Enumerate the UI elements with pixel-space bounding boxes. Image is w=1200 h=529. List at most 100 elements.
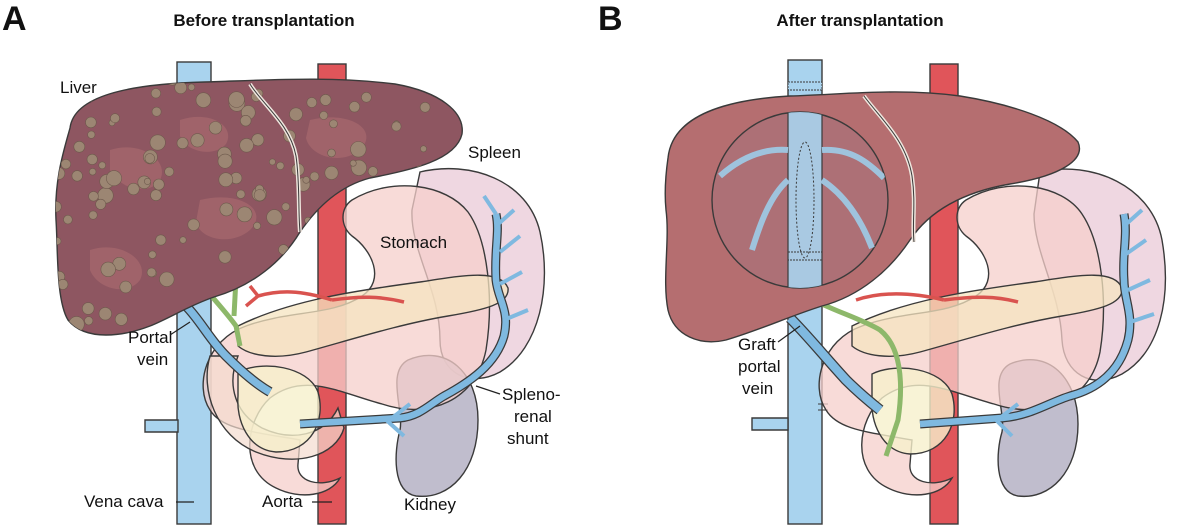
label-graft-line2: portal bbox=[738, 357, 781, 376]
liver-nodule bbox=[348, 101, 361, 113]
liver-nodule bbox=[81, 302, 95, 315]
pancreas-head-b bbox=[871, 367, 955, 455]
renal-vein-branches-b bbox=[992, 402, 1020, 438]
liver-nodule bbox=[155, 234, 167, 246]
liver-nodule bbox=[391, 121, 402, 132]
liver-nodule bbox=[319, 94, 332, 106]
bile-duct-b bbox=[804, 293, 904, 457]
label-vena-cava: Vena cava bbox=[84, 492, 164, 511]
liver-nodule bbox=[151, 106, 162, 117]
liver-nodule bbox=[179, 236, 187, 244]
liver-nodule bbox=[164, 166, 175, 177]
splenic-vein bbox=[299, 213, 509, 428]
liver-nodule bbox=[95, 198, 107, 210]
leader-graft-portal-vein bbox=[777, 325, 801, 343]
liver-nodule bbox=[367, 166, 379, 177]
splenic-vein-b bbox=[919, 213, 1134, 428]
label-splenorenal-line1: Spleno- bbox=[502, 385, 561, 404]
liver-nodule bbox=[289, 107, 303, 122]
liver-nodule bbox=[176, 137, 189, 149]
leader-splenorenal bbox=[475, 385, 501, 395]
liver-nodule bbox=[219, 202, 234, 217]
liver-nodule bbox=[144, 177, 152, 185]
graft-portal-vein bbox=[786, 314, 883, 414]
label-spleen: Spleen bbox=[468, 143, 521, 162]
liver-nodule bbox=[319, 111, 329, 120]
liver-nodule bbox=[117, 79, 133, 89]
liver-nodule bbox=[88, 168, 97, 176]
liver-nodule bbox=[150, 88, 161, 99]
liver-nodule bbox=[236, 206, 253, 223]
liver-nodule bbox=[55, 237, 62, 245]
label-liver: Liver bbox=[60, 78, 97, 97]
renal-vein-left-b bbox=[751, 417, 789, 431]
liver-nodule bbox=[55, 327, 64, 336]
liver-nodule bbox=[306, 97, 318, 108]
liver-nodule bbox=[357, 277, 370, 290]
liver-nodule bbox=[71, 170, 83, 182]
label-kidney: Kidney bbox=[404, 495, 456, 514]
liver-nodule bbox=[218, 172, 234, 187]
label-graft-line1: Graft bbox=[738, 335, 776, 354]
panel-a: A Before transplantation bbox=[2, 0, 561, 525]
liver-nodule bbox=[153, 178, 165, 191]
liver-nodule bbox=[268, 158, 276, 166]
splenic-vein-branches-b bbox=[1122, 208, 1155, 324]
liver-nodule bbox=[324, 165, 339, 180]
liver-nodule bbox=[187, 83, 196, 91]
leader-portal-vein bbox=[169, 321, 191, 336]
liver-nodule bbox=[278, 244, 289, 255]
liver-nodule bbox=[228, 91, 245, 108]
liver-nodule bbox=[302, 176, 310, 184]
splenic-vein-branches bbox=[482, 194, 529, 322]
label-splenorenal-line3: shunt bbox=[507, 429, 549, 448]
hepatic-artery bbox=[244, 284, 405, 308]
liver-nodule bbox=[119, 280, 132, 294]
liver-nodule bbox=[195, 92, 212, 108]
liver-nodule bbox=[420, 145, 427, 153]
liver-nodule bbox=[159, 271, 175, 287]
liver-nodule bbox=[114, 312, 128, 326]
liver-nodule bbox=[98, 307, 112, 321]
liver-nodule bbox=[100, 261, 116, 278]
liver-nodule bbox=[304, 216, 312, 225]
liver-nodule bbox=[218, 250, 232, 264]
liver-nodule bbox=[144, 153, 156, 164]
label-aorta: Aorta bbox=[262, 492, 303, 511]
suprahepatic-anastomosis bbox=[787, 81, 823, 91]
hepatic-artery-b bbox=[855, 292, 1019, 304]
liver-nodule bbox=[419, 102, 431, 113]
liver-nodule bbox=[236, 189, 246, 199]
liver-nodule bbox=[253, 221, 261, 230]
liver-nodule bbox=[127, 182, 140, 196]
liver-nodule bbox=[240, 114, 252, 127]
liver-nodule bbox=[88, 191, 99, 202]
liver-nodule bbox=[361, 92, 372, 103]
liver-nodule bbox=[208, 121, 223, 135]
renal-vein-branches bbox=[382, 402, 412, 438]
label-portal-vein-line1: Portal bbox=[128, 328, 172, 347]
liver-nodule bbox=[106, 170, 122, 187]
liver-nodule bbox=[149, 134, 166, 151]
liver-nodule bbox=[84, 316, 94, 326]
label-portal-vein-line2: vein bbox=[137, 350, 168, 369]
liver-nodule bbox=[146, 267, 157, 278]
panel-b-title: After transplantation bbox=[776, 11, 943, 30]
label-stomach: Stomach bbox=[380, 233, 447, 252]
liver-nodule bbox=[253, 189, 266, 202]
liver-nodule bbox=[217, 153, 233, 169]
panel-a-letter: A bbox=[2, 0, 27, 38]
liver-nodule bbox=[63, 214, 73, 225]
renal-vein-left bbox=[144, 419, 179, 433]
liver-nodule bbox=[88, 210, 98, 220]
liver-nodule bbox=[55, 201, 62, 213]
liver-nodule bbox=[350, 141, 367, 158]
panel-b-letter: B bbox=[598, 0, 623, 38]
liver-nodule bbox=[73, 141, 86, 153]
liver-nodule bbox=[276, 161, 285, 170]
panel-b: B After transplantation bbox=[598, 0, 1167, 525]
liver-nodule bbox=[85, 116, 97, 129]
liver-nodule bbox=[251, 133, 265, 147]
pancreas-organ-b bbox=[851, 274, 1123, 357]
